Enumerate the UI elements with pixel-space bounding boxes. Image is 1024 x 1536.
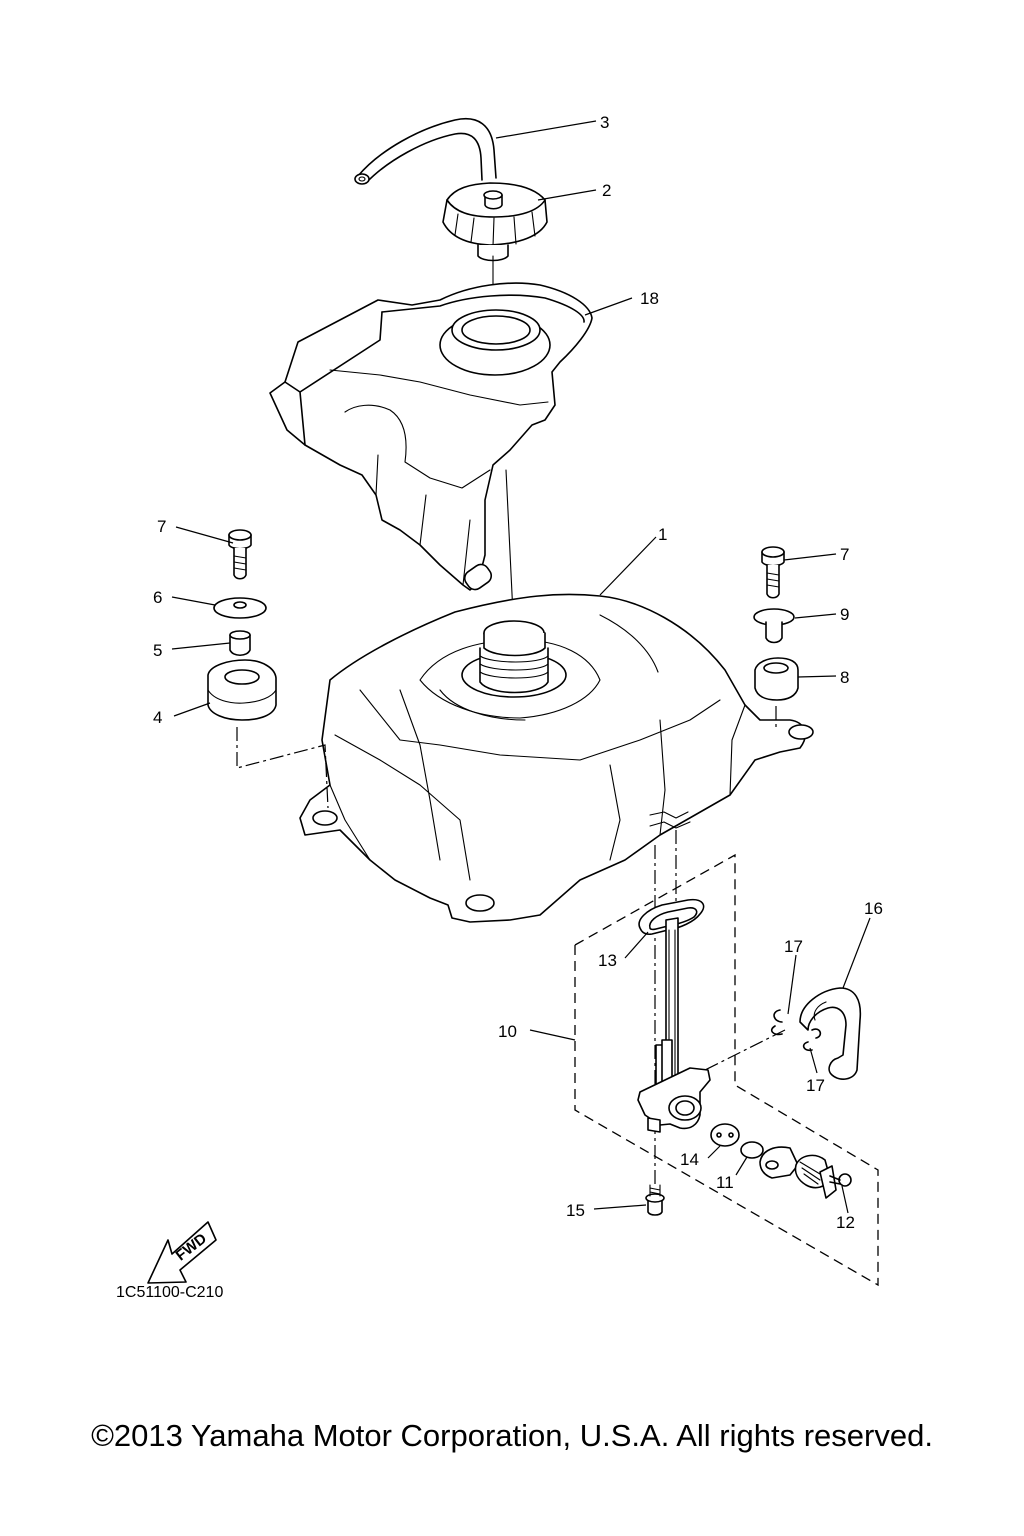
callout-8: 8	[840, 668, 849, 687]
callout-3: 3	[600, 113, 609, 132]
part-tank-cover	[269, 282, 593, 636]
callout-labels: 3 2 18 1 7 6 5 4 7 9 8 10 13 11 12 14 15…	[153, 113, 883, 1232]
leader-lines	[171, 120, 871, 1214]
callout-18: 18	[640, 289, 659, 308]
part-fuel-tank	[299, 593, 814, 923]
part-right-mount	[753, 546, 799, 730]
callout-10: 10	[498, 1022, 517, 1041]
callout-6: 6	[153, 588, 162, 607]
callout-17-top: 17	[784, 937, 803, 956]
callout-7-left: 7	[157, 517, 166, 536]
copyright-notice: ©2013 Yamaha Motor Corporation, U.S.A. A…	[91, 1418, 933, 1453]
callout-14: 14	[680, 1150, 699, 1169]
fwd-arrow-icon: FWD	[147, 1221, 217, 1284]
callout-2: 2	[602, 181, 611, 200]
part-vent-hose	[354, 118, 497, 185]
part-fuel-cap	[442, 182, 548, 313]
callout-9: 9	[840, 605, 849, 624]
callout-1: 1	[658, 525, 667, 544]
callout-5: 5	[153, 641, 162, 660]
callout-13: 13	[598, 951, 617, 970]
part-code: 1C51100-C210	[116, 1284, 223, 1301]
callout-11: 11	[716, 1173, 734, 1192]
callout-15: 15	[566, 1201, 585, 1220]
part-fuel-cock-assembly	[574, 830, 879, 1287]
part-left-mount	[207, 529, 329, 809]
callout-12: 12	[836, 1213, 855, 1232]
callout-7-right: 7	[840, 545, 849, 564]
callout-17-bottom: 17	[806, 1076, 825, 1095]
callout-16: 16	[864, 899, 883, 918]
callout-4: 4	[153, 708, 162, 727]
